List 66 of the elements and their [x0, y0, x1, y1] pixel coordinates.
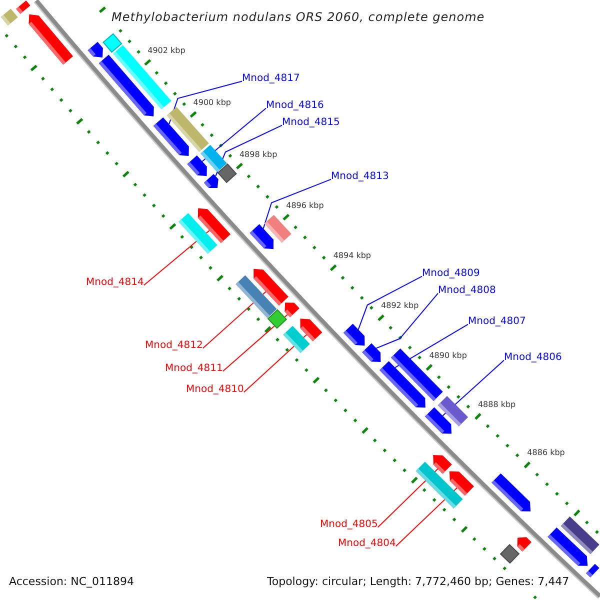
feature-block [500, 544, 520, 564]
leader-line [358, 276, 422, 330]
tick-label: 4894 kbp [333, 251, 372, 260]
gene-label: Mnod_4815 [282, 117, 340, 128]
gene-label: Mnod_4816 [266, 100, 324, 112]
leader-line [442, 360, 504, 416]
gene-label: Mnod_4813 [331, 171, 389, 182]
feature-block [267, 309, 288, 329]
leader-line [395, 487, 458, 547]
leader-line [202, 291, 266, 349]
gene-block [300, 318, 322, 342]
gene-block [28, 14, 74, 65]
gene-block [380, 361, 426, 408]
gene-block [254, 268, 288, 306]
tick-label: 4886 kbp [527, 448, 565, 458]
feature-block [264, 214, 292, 243]
leader-line [222, 314, 288, 372]
feature-block [217, 163, 237, 184]
gene-block [343, 324, 365, 346]
gene-block [449, 471, 474, 496]
feature-block [586, 564, 600, 578]
tick-label: 4892 kbp [381, 301, 419, 310]
gene-block [492, 473, 531, 512]
map-title: Methylobacterium nodulans ORS 2060, complete genome [112, 11, 485, 25]
leader-line [168, 80, 242, 125]
tick-label: 4902 kbp [148, 46, 186, 56]
feature-block [200, 144, 227, 172]
feature-block [166, 106, 209, 152]
leader-line [262, 178, 332, 230]
gene-label: Mnod_4805 [320, 519, 378, 530]
tick-label: 4896 kbp [286, 200, 324, 210]
leader-line [376, 292, 438, 349]
gene-label: Mnod_4810 [186, 384, 244, 396]
feature-block [438, 396, 468, 426]
feature-block [0, 8, 18, 26]
gene-label: Mnod_4807 [468, 316, 526, 328]
tick-label: 4900 kbp [193, 98, 231, 108]
leader-line [243, 334, 308, 393]
feature-block [113, 45, 172, 110]
gene-label: Mnod_4814 [86, 277, 144, 288]
gene-label: Mnod_4812 [145, 340, 203, 352]
leader-line [394, 324, 468, 368]
feature-block [560, 516, 600, 554]
gene-block [284, 302, 300, 318]
gene-label: Mnod_4809 [422, 268, 480, 280]
gene-label: Mnod_4808 [438, 285, 496, 296]
feature-block [16, 0, 30, 14]
gene-label: Mnod_4806 [504, 352, 562, 364]
leader-line [202, 108, 266, 162]
gene-block [204, 174, 218, 188]
gene-label: Mnod_4811 [165, 363, 223, 374]
gene-block [88, 42, 103, 58]
gene-label: Mnod_4817 [242, 73, 300, 84]
leader-line [215, 124, 282, 177]
footer-text: Accession: NC_011894 [9, 576, 134, 588]
gene-label: Mnod_4804 [338, 538, 396, 550]
footer-text: Topology: circular; Length: 7,772,460 bp; Genes: 7,447 [267, 576, 570, 588]
tick-label: 4898 kbp [239, 150, 278, 159]
gene-block [187, 155, 207, 176]
gene-block [433, 455, 452, 474]
gene-block [362, 343, 381, 362]
leader-line [143, 230, 210, 286]
gene-block [198, 208, 231, 244]
tick-label: 4888 kbp [478, 400, 516, 410]
gene-block [517, 537, 532, 552]
tick-label: 4890 kbp [429, 350, 467, 360]
